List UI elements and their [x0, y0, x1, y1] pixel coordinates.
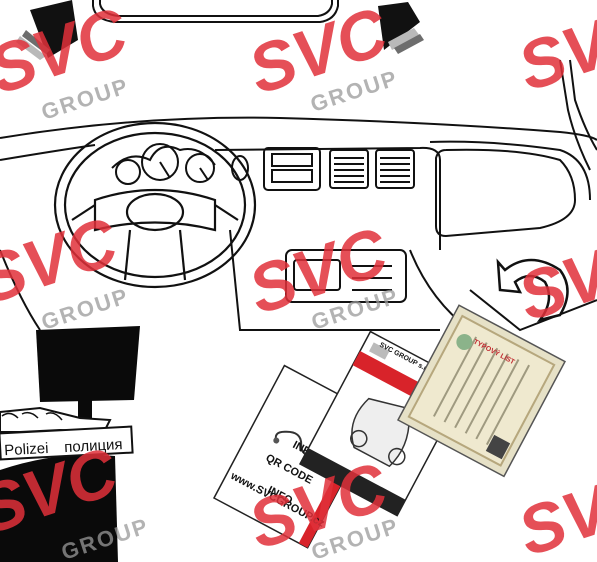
center-vents [264, 148, 414, 190]
watermark-svc-6: SVC [509, 220, 597, 336]
watermark-svc-9: SVC [509, 455, 597, 562]
watermark-svc-3: SVC [509, 0, 597, 106]
